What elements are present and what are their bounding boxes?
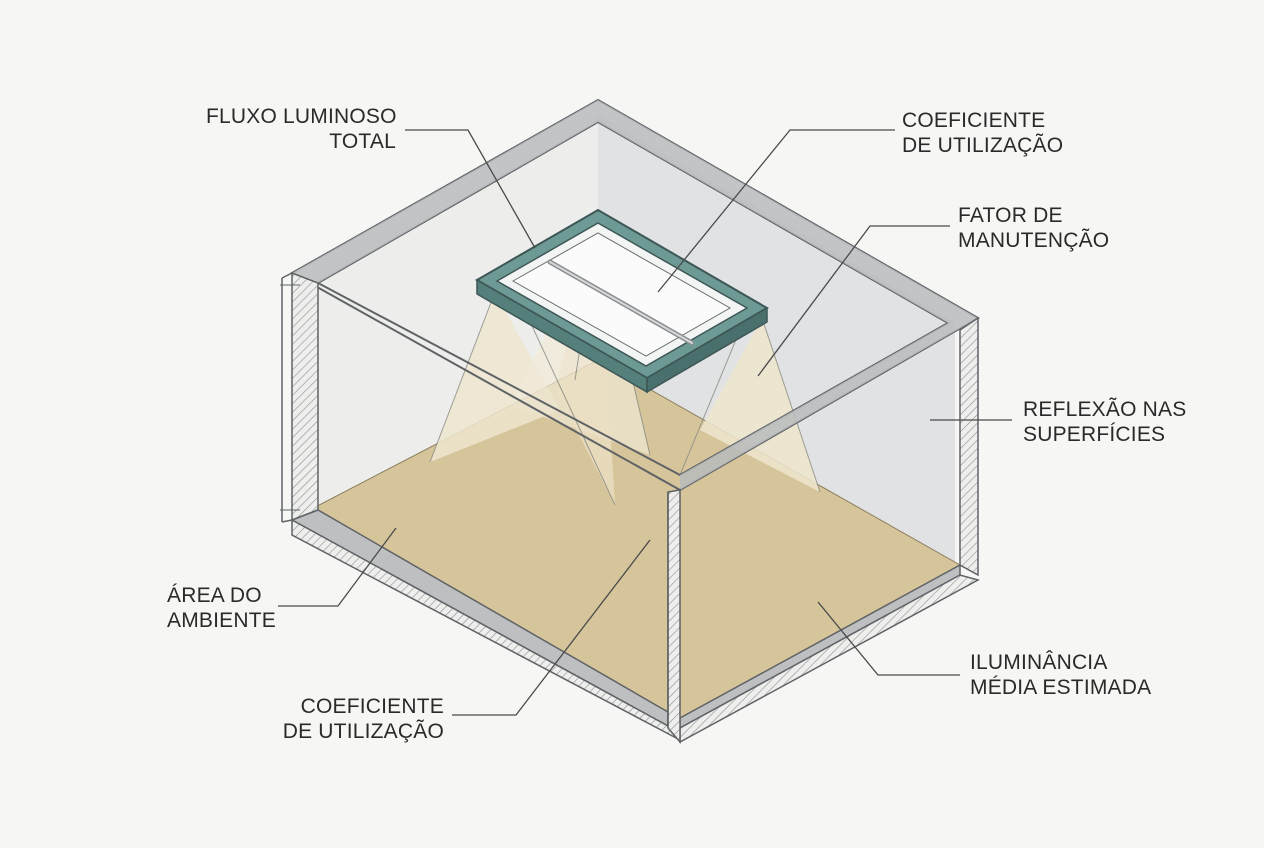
label-coef-bottom-line1: COEFICIENTE <box>300 695 444 718</box>
label-reflexao-line1: REFLEXÃO NAS <box>1023 398 1187 421</box>
leader-coef-bottom <box>452 539 651 716</box>
leader-area <box>278 527 397 607</box>
leader-iluminancia <box>817 601 960 676</box>
label-reflexao: REFLEXÃO NAS SUPERFÍCIES <box>1023 397 1186 447</box>
front-right-slab <box>679 563 980 744</box>
label-coef-top-line2: DE UTILIZAÇÃO <box>902 134 1064 157</box>
label-reflexao-line2: SUPERFÍCIES <box>1023 423 1166 446</box>
leader-coef-top <box>657 129 895 293</box>
label-coef-bottom-line2: DE UTILIZAÇÃO <box>282 720 444 743</box>
label-fluxo-line1: FLUXO LUMINOSO <box>206 105 397 128</box>
label-iluminancia-line1: ILUMINÂNCIA <box>970 651 1108 674</box>
label-fator-line2: MANUTENÇÃO <box>958 229 1110 252</box>
label-fluxo-line2: TOTAL <box>329 130 396 153</box>
leader-fluxo <box>405 129 536 249</box>
label-fluxo-luminoso: FLUXO LUMINOSO TOTAL <box>206 104 396 154</box>
luminaire-icon <box>475 208 769 394</box>
label-area-line1: ÁREA DO <box>167 584 262 607</box>
label-area-line2: AMBIENTE <box>167 609 276 632</box>
front-corner-post <box>667 489 681 745</box>
leader-lines <box>278 129 1012 716</box>
label-fator-line1: FATOR DE <box>958 204 1063 227</box>
label-fator-manutencao: FATOR DE MANUTENÇÃO <box>958 203 1109 253</box>
leader-fator <box>757 225 950 377</box>
label-coeficiente-top: COEFICIENTE DE UTILIZAÇÃO <box>902 108 1063 158</box>
label-coef-top-line1: COEFICIENTE <box>902 109 1046 132</box>
label-iluminancia: ILUMINÂNCIA MÉDIA ESTIMADA <box>970 650 1151 700</box>
back-left-wall <box>300 115 598 515</box>
right-wall-section <box>959 316 979 577</box>
back-right-wall <box>598 115 955 563</box>
label-coeficiente-bottom: COEFICIENTE DE UTILIZAÇÃO <box>252 694 444 744</box>
label-iluminancia-line2: MÉDIA ESTIMADA <box>970 676 1152 699</box>
left-wall-section <box>280 271 319 523</box>
label-area-ambiente: ÁREA DO AMBIENTE <box>167 583 276 633</box>
